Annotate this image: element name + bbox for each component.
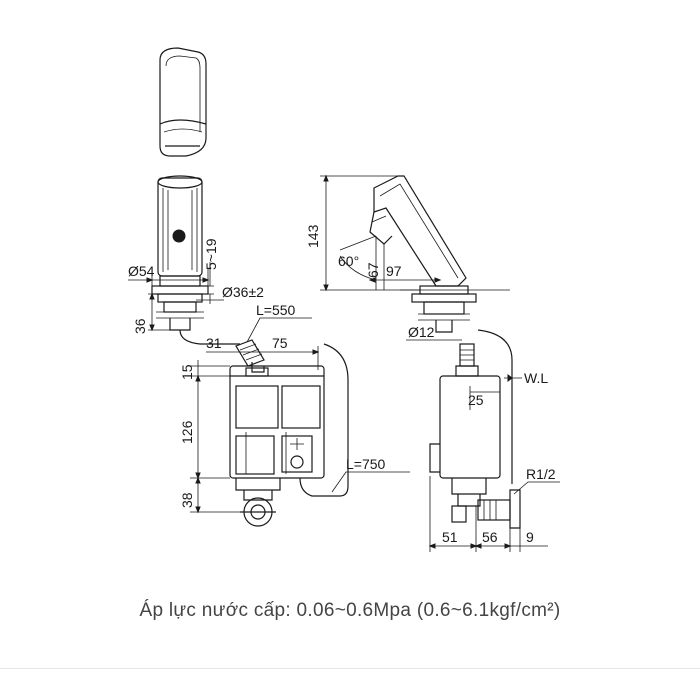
dim-d56-label: 56 (482, 529, 498, 545)
water-pressure-caption: Áp lực nước cấp: 0.06~0.6Mpa (0.6~6.1kgf… (139, 600, 561, 621)
dim-d97-label: 97 (386, 263, 402, 279)
dim-d9-label: 9 (526, 529, 534, 545)
dim-d15-label: 15 (179, 364, 195, 380)
dim-d31-label: 31 (206, 335, 222, 351)
dim-d36pm2-label: Ø36±2 (222, 284, 264, 300)
dim-d54: Ø54 (128, 263, 210, 286)
dim-d60: 60° (338, 235, 377, 290)
valve-connector (235, 339, 265, 373)
spout-top-view (159, 47, 207, 157)
dim-d143: 143 (305, 174, 420, 292)
dim-d31: 31 (206, 335, 252, 353)
dim-d15: 15 (179, 360, 230, 380)
dim-l750: L=750 (331, 456, 410, 493)
sensor-window-icon (172, 229, 186, 243)
dim-d36: 36 (132, 292, 170, 334)
bottom-divider (0, 668, 700, 669)
dim-d5-19: 5~19 (202, 238, 219, 304)
dim-d75-label: 75 (272, 335, 288, 351)
dim-wl-label: W.L (524, 370, 548, 386)
dim-d51-label: 51 (442, 529, 458, 545)
dim-d67: 67 (365, 244, 385, 290)
dim-d5-19-label: 5~19 (203, 238, 219, 270)
dim-d97: 97 (368, 263, 442, 283)
control-box (229, 343, 349, 527)
dim-d38-label: 38 (179, 492, 195, 508)
dim-d126: 126 (179, 374, 230, 480)
dim-l750-label: L=750 (346, 456, 386, 472)
dim-d12-label: Ø12 (408, 324, 435, 340)
dim-d60-label: 60° (338, 253, 359, 269)
dim-bottom-chain (428, 476, 548, 552)
dim-d75: 75 (252, 335, 320, 370)
dim-d12: Ø12 (406, 324, 462, 341)
dim-d143-label: 143 (305, 224, 321, 248)
dim-l550-label: L=550 (256, 302, 296, 318)
dim-d36pm2: Ø36±2 (196, 284, 264, 301)
dim-d38: 38 (179, 476, 240, 514)
dim-d54-label: Ø54 (128, 263, 155, 279)
dim-r12: R1/2 (513, 466, 560, 495)
dim-d36-label: 36 (132, 318, 148, 334)
dim-d67-label: 67 (365, 262, 381, 278)
dim-d25-label: 25 (468, 392, 484, 408)
dim-d25: 25 (468, 386, 500, 410)
valve-connector-side (455, 329, 513, 484)
faucet-front-view (151, 175, 240, 345)
technical-drawing: Ø54 5~19 Ø36±2 36 L=550 31 75 (128, 47, 560, 552)
dim-r12-label: R1/2 (526, 466, 556, 482)
control-box-side (429, 375, 521, 529)
faucet-side-view (369, 175, 477, 333)
dim-l550: L=550 (245, 302, 312, 345)
dim-d126-label: 126 (179, 420, 195, 444)
dim-wl: W.L (504, 370, 548, 386)
